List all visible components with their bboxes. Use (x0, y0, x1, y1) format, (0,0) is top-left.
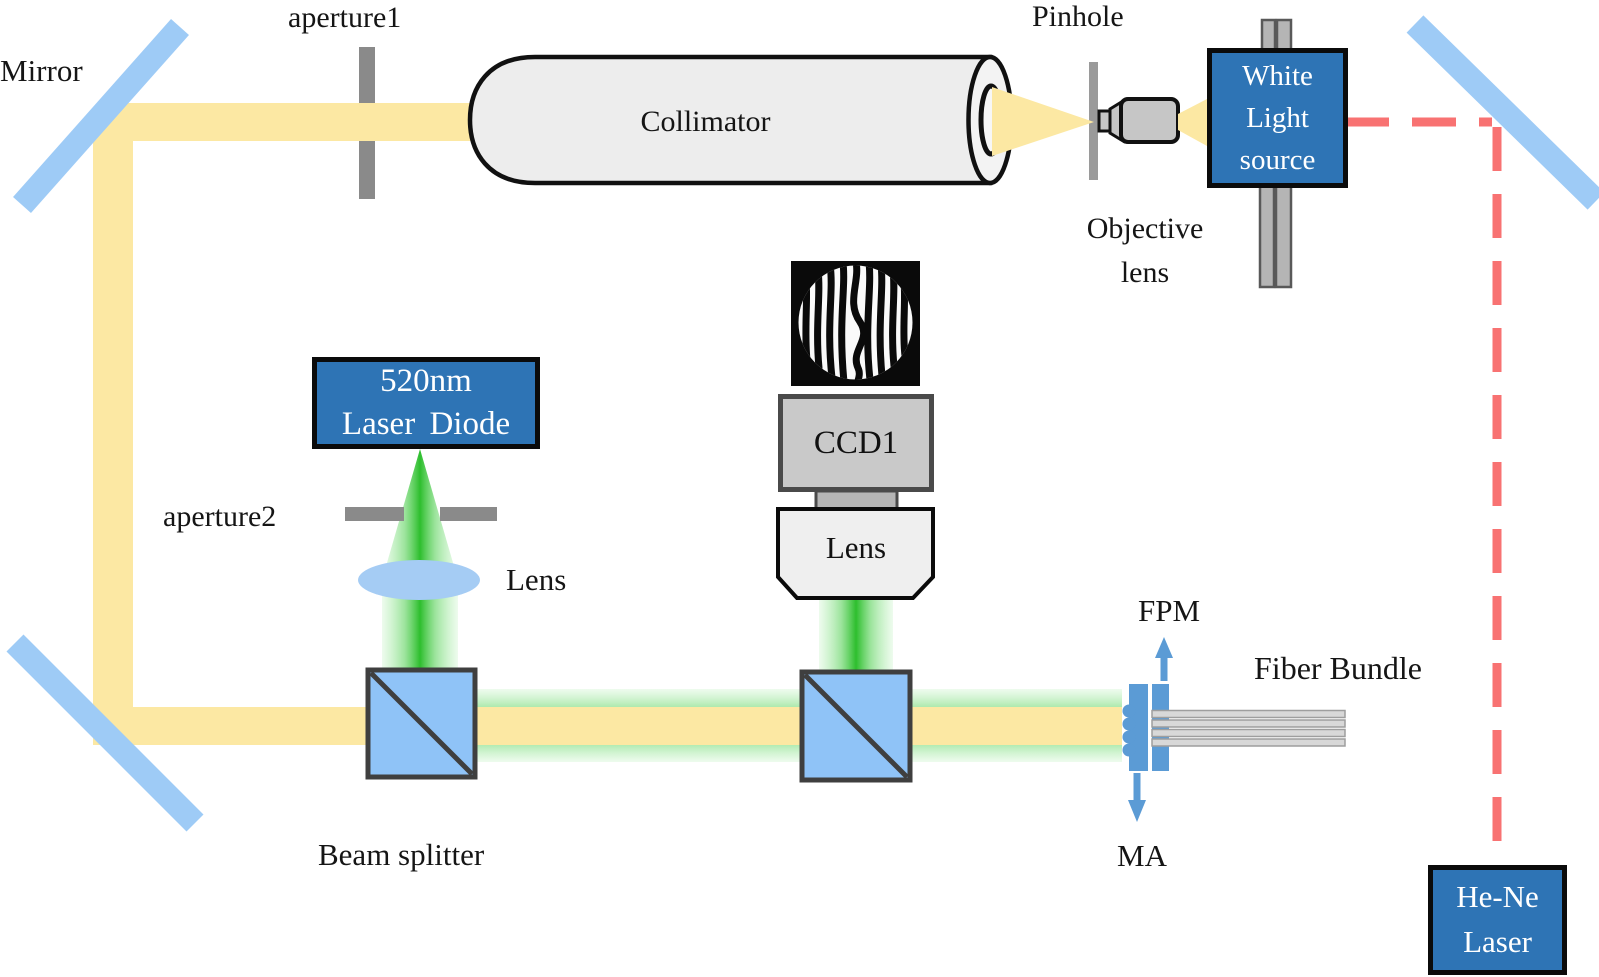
objective-nose (1097, 109, 1112, 133)
beam-splitter-label: Beam splitter (318, 837, 485, 872)
white-light-source-box: White Light source (1207, 48, 1348, 188)
collimator-label: Collimator (640, 105, 771, 138)
fiber-bundle-label: Fiber Bundle (1254, 650, 1422, 686)
pinhole-bar (1089, 62, 1098, 180)
aperture2-label: aperture2 (163, 500, 277, 533)
ma-label: MA (1117, 838, 1167, 873)
mirror-top-left (13, 19, 189, 213)
objective-lens-label: Objective lens (1086, 212, 1204, 289)
green-beam-to-ccd (819, 597, 893, 673)
objective-body (1119, 97, 1180, 144)
white-beam-top (100, 103, 475, 141)
pinhole-label: Pinhole (1032, 0, 1124, 33)
camera-lens-label: Lens (825, 530, 887, 565)
fiber (1151, 709, 1346, 719)
focusing-lens-label: Lens (506, 562, 567, 597)
focusing-lens-shape (358, 560, 480, 600)
source-post-top (1260, 18, 1277, 52)
laser-diode-box: 520nm Laser Diode (312, 357, 540, 449)
aperture2-bar-right (440, 507, 497, 521)
fiber (1151, 719, 1346, 728)
green-cone-laser-diode (382, 449, 458, 580)
camera-lens-housing (776, 507, 935, 600)
source-post-bottom (1274, 184, 1293, 289)
fiber (1151, 738, 1346, 747)
beam-splitter-1-diagonal (369, 671, 474, 776)
white-light-cone-from-source (1178, 99, 1207, 146)
aperture1-label: aperture1 (288, 1, 402, 34)
ma-arrow-head (1128, 800, 1146, 822)
interference-fringe-image (791, 261, 920, 386)
microlens-bump (1122, 743, 1136, 757)
mirror-bottom-left (6, 634, 204, 832)
microlens-bump (1122, 730, 1136, 744)
fpm-arrow-head (1155, 637, 1173, 658)
collimator-body (467, 54, 993, 186)
hene-laser-box: He-Ne Laser (1428, 865, 1567, 975)
ccd1-box: CCD1 (778, 394, 934, 492)
microlens-bump (1122, 704, 1136, 718)
microlens-bump (1122, 717, 1136, 731)
aperture2-bar-left (345, 507, 404, 521)
white-beam-bottom (93, 707, 1122, 745)
mirror-label: Mirror (0, 53, 83, 88)
white-light-cone-to-pinhole (992, 87, 1094, 156)
beam-splitter-2-diagonal (803, 673, 909, 779)
source-post-bottom (1258, 184, 1276, 289)
fiber (1151, 728, 1346, 738)
fpm-label: FPM (1138, 593, 1201, 628)
source-post-top (1275, 18, 1293, 52)
white-beam-left (93, 116, 133, 745)
mirror-top-right (1406, 15, 1599, 210)
